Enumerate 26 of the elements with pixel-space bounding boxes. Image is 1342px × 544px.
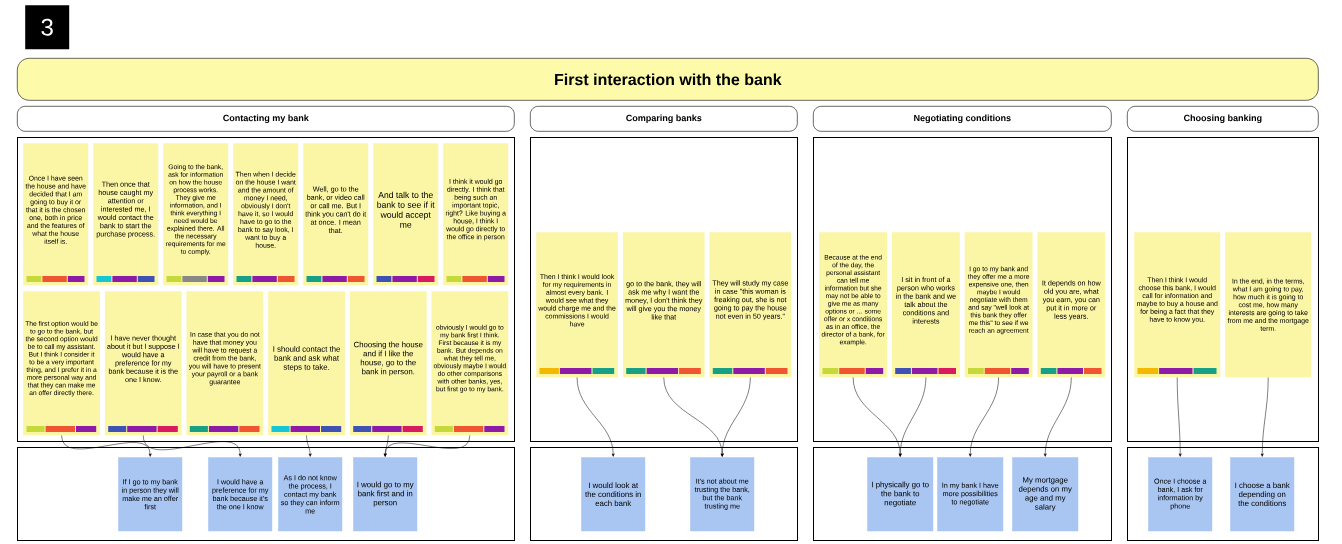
arrow bbox=[1043, 377, 1072, 457]
arrow bbox=[720, 377, 751, 457]
panel-frame bbox=[530, 137, 798, 442]
panel-frame bbox=[1127, 137, 1319, 442]
sticky-note: And talk to the bank to see if it would accept me bbox=[373, 143, 439, 286]
arrow bbox=[61, 435, 152, 457]
section-header: Contacting my bank bbox=[17, 106, 515, 132]
panel-frame bbox=[17, 137, 515, 442]
panel-frame bbox=[1127, 447, 1319, 541]
section-header: Choosing banking bbox=[1127, 106, 1319, 132]
arrow bbox=[898, 377, 927, 457]
arrow bbox=[1260, 377, 1269, 457]
arrow bbox=[968, 377, 999, 457]
section-header: Negotiating conditions bbox=[813, 106, 1112, 132]
panel-frame bbox=[17, 447, 515, 541]
arrow bbox=[1176, 377, 1182, 457]
panel-frame bbox=[530, 447, 798, 541]
arrow bbox=[143, 435, 242, 457]
arrow bbox=[306, 435, 312, 457]
arrow bbox=[576, 377, 615, 457]
title-banner: First interaction with the bank bbox=[17, 58, 1319, 101]
number-badge: 3 bbox=[25, 5, 70, 50]
section-header: Comparing banks bbox=[530, 106, 798, 132]
arrow bbox=[383, 435, 471, 457]
panel-frame bbox=[813, 137, 1112, 442]
panel-frame bbox=[813, 447, 1112, 541]
